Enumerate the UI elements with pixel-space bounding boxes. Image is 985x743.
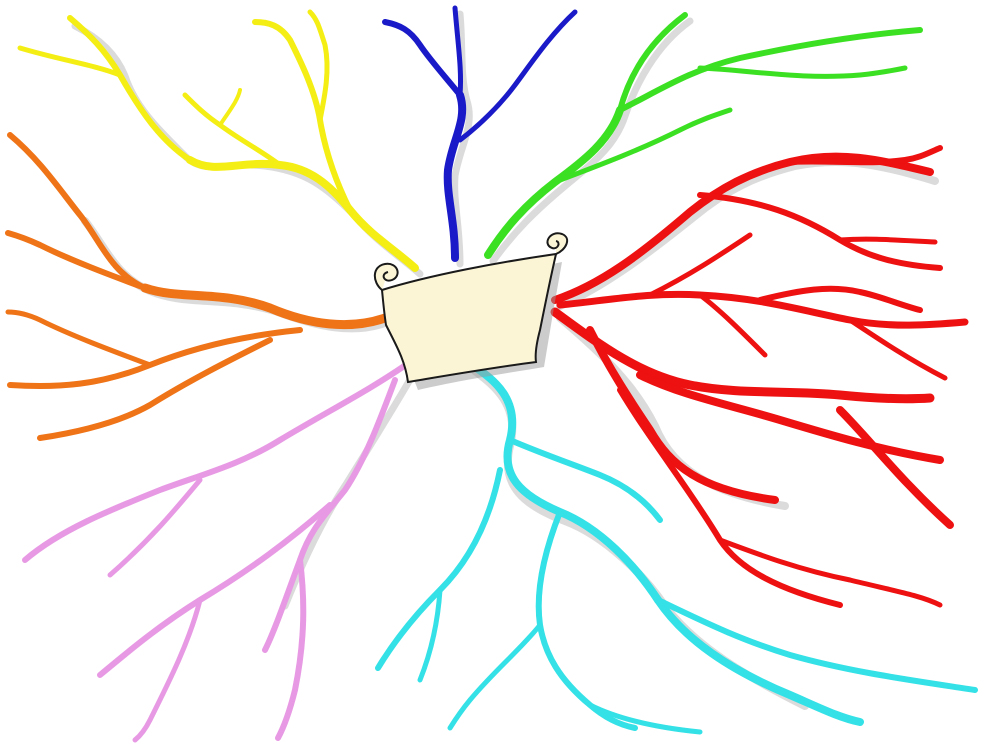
branch-orange — [8, 135, 385, 438]
branch-green — [488, 15, 920, 255]
branch-red — [555, 148, 965, 605]
branch-violet — [25, 362, 410, 740]
branch-cyan — [378, 365, 975, 732]
branch-blue — [385, 8, 575, 258]
branch-yellow — [20, 12, 415, 268]
